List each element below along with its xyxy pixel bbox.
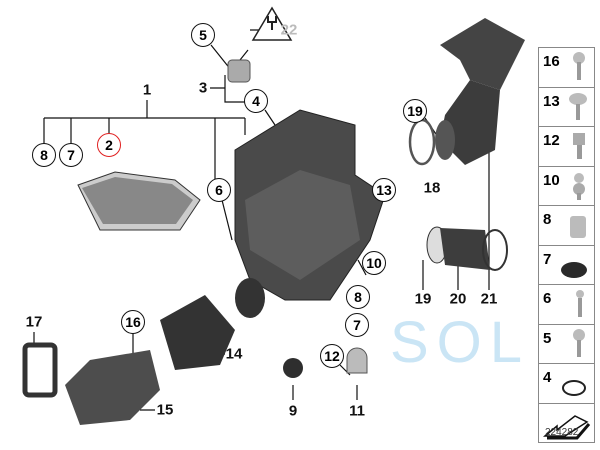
fastener-panel: 16 13 12 10 8 7 6 5 4	[538, 47, 595, 443]
o-ring-icon	[562, 380, 586, 396]
callout-12: 12	[320, 344, 344, 368]
callout-4: 4	[244, 89, 268, 113]
callout-13: 13	[372, 178, 396, 202]
callout-3: 3	[198, 79, 208, 97]
panel-item: 5	[539, 325, 594, 364]
screw-icon	[573, 328, 585, 357]
callout-20: 20	[449, 290, 467, 308]
callout-8: 8	[32, 143, 56, 167]
callout-5: 5	[191, 23, 215, 47]
panel-item: 10	[539, 167, 594, 206]
callout-9: 9	[288, 402, 298, 420]
panel-item-number: 4	[543, 369, 552, 386]
sleeve-icon	[570, 216, 586, 238]
duct-14	[160, 295, 235, 370]
diagram-code: 224282	[545, 427, 579, 438]
callout-14: 14	[225, 345, 243, 363]
callout-22: 22	[280, 21, 298, 39]
air-filter-element	[77, 171, 201, 231]
callout-10: 10	[362, 251, 386, 275]
clamp-11	[346, 347, 368, 374]
callout-19: 19	[403, 99, 427, 123]
callout-19: 19	[414, 290, 432, 308]
panel-item-number: 12	[543, 132, 560, 149]
bracket-17	[22, 342, 58, 398]
callout-15: 15	[156, 401, 174, 419]
callout-1: 1	[142, 81, 152, 99]
intake-duct	[435, 18, 525, 165]
leader-lines-3	[210, 75, 245, 103]
grommet-icon	[561, 261, 587, 278]
panel-item: 4	[539, 364, 594, 404]
panel-item-number: 7	[543, 250, 552, 268]
screw-icon	[576, 290, 584, 317]
clamp-19	[408, 118, 436, 166]
panel-item-number: 5	[543, 329, 552, 347]
direction-arrow-icon	[543, 414, 591, 439]
callout-2: 2	[97, 133, 121, 157]
connector-part-20	[426, 226, 508, 271]
callout-11: 11	[349, 402, 365, 420]
callout-17: 17	[25, 313, 43, 331]
duct-15	[65, 350, 160, 425]
callout-6: 6	[207, 178, 231, 202]
panel-item-number: 8	[543, 211, 552, 228]
callout-16: 16	[121, 310, 145, 334]
air-filter-housing	[234, 109, 386, 318]
panel-item: 6	[539, 285, 594, 325]
ball-stud-icon	[573, 172, 585, 200]
callout-7: 7	[59, 143, 83, 167]
panel-item-number: 10	[543, 171, 560, 189]
panel-item: 16	[539, 48, 594, 88]
bolt-icon	[573, 133, 585, 159]
panel-item-number: 13	[543, 92, 560, 110]
sensor-part	[227, 6, 293, 83]
panel-item: 8	[539, 206, 594, 246]
panel-item: 7	[539, 246, 594, 285]
leader-lines-1	[43, 100, 246, 180]
panel-item-number: 6	[543, 290, 552, 307]
panel-item: 12	[539, 127, 594, 167]
panel-item-number: 16	[543, 53, 560, 70]
panel-item: 13	[539, 88, 594, 127]
callout-8: 8	[346, 285, 370, 309]
callout-18: 18	[423, 179, 441, 197]
panel-item	[539, 404, 594, 443]
callout-7: 7	[345, 313, 369, 337]
grommet-9	[283, 358, 303, 378]
screw-icon	[569, 92, 587, 120]
screw-icon	[573, 52, 585, 80]
callout-21: 21	[480, 290, 498, 308]
watermark: SOL	[390, 310, 531, 375]
